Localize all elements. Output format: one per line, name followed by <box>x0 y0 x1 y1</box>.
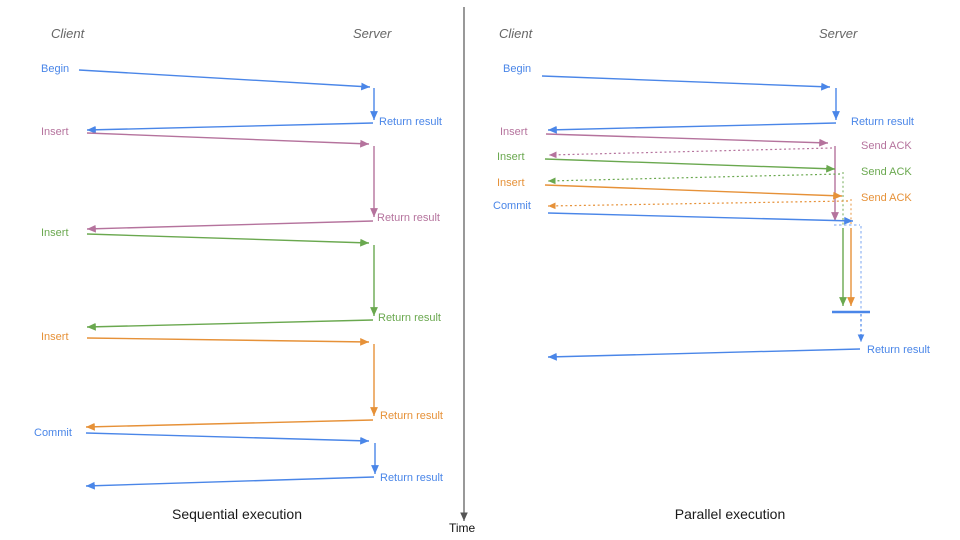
par-insert1-ack-line <box>548 147 833 159</box>
par-commit-label: Commit <box>493 200 531 212</box>
par-insert3-response: Send ACK <box>861 192 912 204</box>
par-commit-return-line <box>547 348 861 361</box>
par-commit-response: Return result <box>867 344 930 356</box>
seq-server-header: Server <box>353 26 392 41</box>
seq-insert3-label: Insert <box>41 331 69 343</box>
par-insert2-ack-line <box>547 173 841 185</box>
seq-insert3-request-line <box>86 337 370 346</box>
par-insert2-response: Send ACK <box>861 166 912 178</box>
par-insert2-label: Insert <box>497 151 525 163</box>
seq-begin-request-line <box>78 69 371 91</box>
par-insert1-request-line <box>545 133 829 147</box>
seq-insert1-label: Insert <box>41 126 69 138</box>
par-client-header: Client <box>499 26 533 41</box>
seq-commit-label: Commit <box>34 427 72 439</box>
par-begin-label: Begin <box>503 63 532 75</box>
seq-begin-response: Return result <box>379 116 442 128</box>
par-begin-response: Return result <box>851 116 914 128</box>
par-insert1-label: Insert <box>500 126 528 138</box>
seq-insert1-return-line <box>86 220 374 233</box>
seq-insert3-response: Return result <box>380 410 443 422</box>
seq-commit-request-line <box>85 432 370 445</box>
par-insert1-response: Send ACK <box>861 140 912 152</box>
par-begin-return-line <box>547 122 837 134</box>
par-begin-request-line <box>541 75 831 91</box>
par-insert3-ack-line <box>547 200 849 210</box>
seq-insert1-request-line <box>86 132 370 148</box>
par-insert3-request-line <box>544 184 843 200</box>
seq-commit-return-line <box>85 476 375 490</box>
seq-begin-return-line <box>86 122 374 134</box>
seq-insert2-request-line <box>86 233 370 247</box>
par-commit-request-line <box>547 212 854 225</box>
seq-insert3-return-line <box>85 419 374 431</box>
par-insert3-label: Insert <box>497 177 525 189</box>
seq-client-header: Client <box>51 26 85 41</box>
time-axis-label: Time <box>449 521 476 535</box>
parallel-caption: Parallel execution <box>674 506 786 522</box>
seq-insert2-return-line <box>86 319 374 331</box>
par-server-header: Server <box>819 26 858 41</box>
seq-insert2-label: Insert <box>41 227 69 239</box>
par-insert2-request-line <box>544 158 836 173</box>
seq-begin-label: Begin <box>41 63 70 75</box>
seq-insert2-response: Return result <box>378 312 441 324</box>
seq-insert1-response: Return result <box>377 212 440 224</box>
sequential-caption: Sequential execution <box>172 506 302 522</box>
seq-commit-response: Return result <box>380 472 443 484</box>
